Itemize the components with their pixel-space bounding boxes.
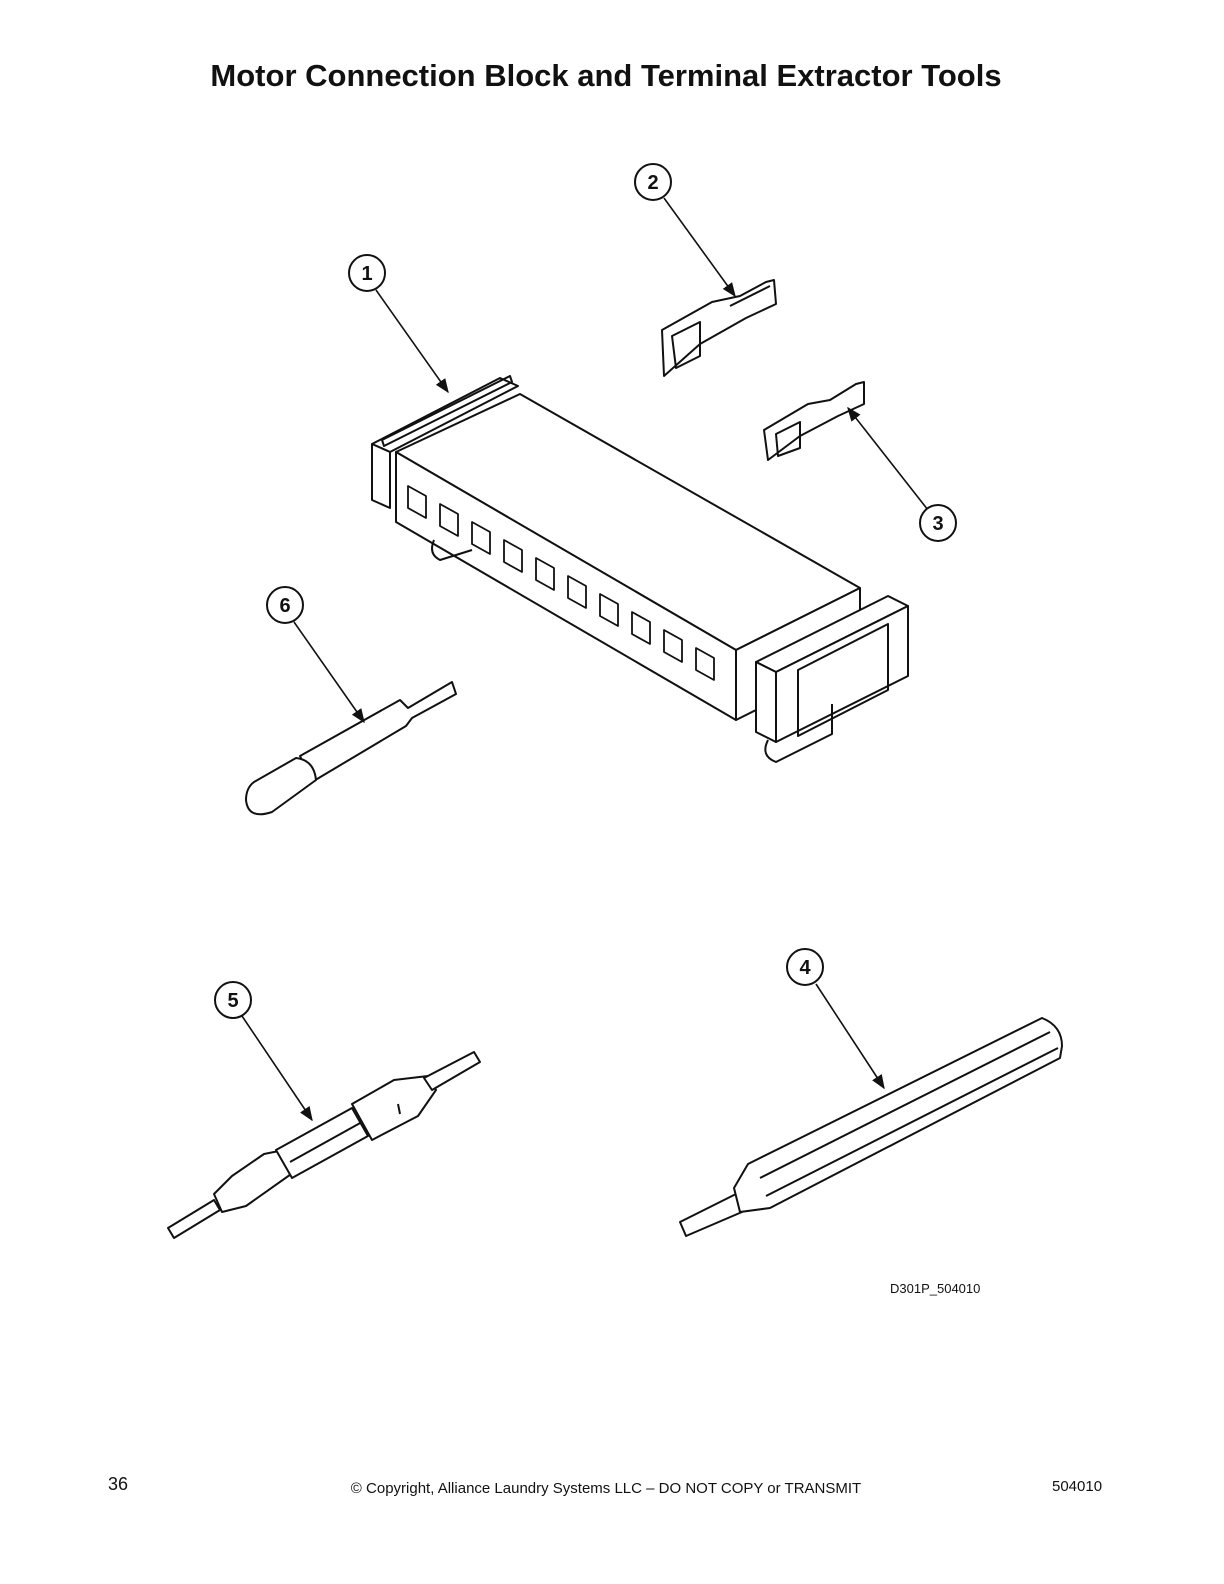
copyright-notice: © Copyright, Alliance Laundry Systems LL… — [350, 1480, 862, 1497]
leader-line-6 — [293, 621, 365, 724]
callout-label-1: 1 — [361, 263, 372, 285]
document-number: 504010 — [1052, 1478, 1103, 1495]
callout-label-6: 6 — [279, 595, 290, 617]
leader-line-1 — [375, 289, 449, 394]
extractor-double-illustration — [167, 1051, 481, 1239]
callout-circle-2 — [634, 163, 672, 201]
leader-line-5 — [241, 1015, 313, 1122]
callout-circle-6 — [266, 586, 304, 624]
connection-block-illustration — [371, 375, 909, 763]
page-number: 36 — [108, 1474, 129, 1494]
leader-line-3 — [847, 406, 929, 511]
terminal-small-illustration — [763, 381, 865, 461]
extractor-pick-illustration — [245, 681, 457, 816]
extractor-hex-illustration — [679, 1017, 1063, 1237]
callout-label-2: 2 — [647, 172, 658, 194]
callout-label-4: 4 — [799, 957, 811, 979]
terminal-large-illustration — [661, 279, 777, 377]
figure-id: D301P_504010 — [890, 1281, 981, 1296]
callout-circle-1 — [348, 254, 386, 292]
callout-label-3: 3 — [932, 513, 943, 535]
page-title: Motor Connection Block and Terminal Extr… — [210, 58, 1002, 93]
callout-circle-3 — [919, 504, 957, 542]
callout-circle-4 — [786, 948, 824, 986]
callout-circle-5 — [214, 981, 252, 1019]
callout-label-5: 5 — [227, 990, 238, 1012]
leader-line-2 — [663, 197, 736, 298]
leader-line-4 — [815, 983, 885, 1090]
